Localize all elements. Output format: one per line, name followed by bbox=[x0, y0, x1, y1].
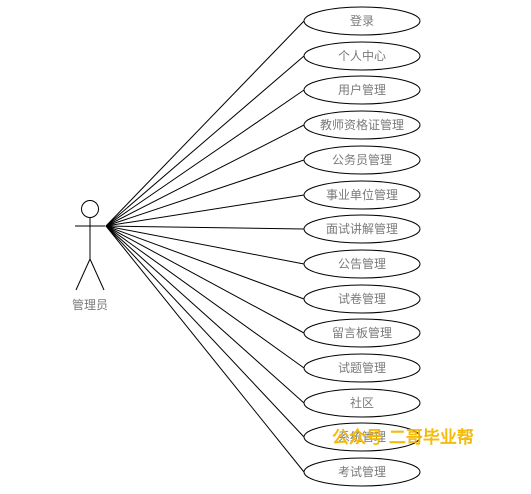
use-case-label: 社区 bbox=[350, 395, 374, 410]
association-line bbox=[105, 225, 305, 473]
association-line bbox=[105, 124, 305, 227]
use-case-ellipse bbox=[303, 353, 421, 383]
use-case: 社区 bbox=[303, 388, 421, 418]
association-line bbox=[105, 225, 305, 300]
use-case: 教师资格证管理 bbox=[303, 110, 421, 140]
use-case-ellipse bbox=[303, 6, 421, 36]
association-line bbox=[105, 225, 305, 230]
use-case-label: 公务员管理 bbox=[332, 152, 392, 167]
use-case: 试卷管理 bbox=[303, 284, 421, 314]
use-case-list: 登录个人中心用户管理教师资格证管理公务员管理事业单位管理面试讲解管理公告管理试卷… bbox=[303, 6, 421, 487]
association-line bbox=[105, 55, 305, 227]
actor-label: 管理员 bbox=[72, 297, 108, 312]
use-case: 公告管理 bbox=[303, 249, 421, 279]
watermark-text: 公众号 二哥毕业帮 bbox=[332, 428, 474, 448]
association-line bbox=[105, 89, 305, 227]
use-case-label: 试卷管理 bbox=[338, 291, 386, 306]
association-line bbox=[105, 225, 305, 265]
use-case-label: 教师资格证管理 bbox=[320, 117, 404, 132]
use-case: 面试讲解管理 bbox=[303, 214, 421, 244]
actor-admin: 管理员 bbox=[72, 200, 108, 312]
use-case: 用户管理 bbox=[303, 75, 421, 105]
use-case-label: 系统管理 bbox=[338, 429, 386, 444]
use-case: 考试管理 bbox=[303, 457, 421, 487]
use-case-label: 面试讲解管理 bbox=[326, 221, 398, 236]
use-case-label: 试题管理 bbox=[338, 360, 386, 375]
use-case: 留言板管理 bbox=[303, 318, 421, 348]
use-case-ellipse bbox=[303, 249, 421, 279]
use-case-ellipse bbox=[303, 318, 421, 348]
use-case-ellipse bbox=[303, 41, 421, 71]
use-case-ellipse bbox=[303, 145, 421, 175]
association-line bbox=[105, 225, 305, 334]
use-case: 登录 bbox=[303, 6, 421, 36]
use-case-label: 公告管理 bbox=[338, 256, 386, 271]
use-case-ellipse bbox=[303, 422, 421, 452]
use-case-label: 用户管理 bbox=[338, 82, 386, 97]
association-line bbox=[105, 194, 305, 227]
use-case-ellipse bbox=[303, 284, 421, 314]
use-case-ellipse bbox=[303, 388, 421, 418]
use-case-label: 留言板管理 bbox=[332, 325, 392, 340]
association-lines bbox=[105, 20, 305, 473]
use-case-label: 登录 bbox=[350, 13, 374, 28]
use-case-label: 事业单位管理 bbox=[326, 187, 398, 202]
use-case-label: 考试管理 bbox=[338, 464, 386, 479]
actor-left-leg bbox=[75, 258, 91, 291]
use-case: 系统管理 bbox=[303, 422, 421, 452]
use-case-ellipse bbox=[303, 180, 421, 210]
association-line bbox=[105, 225, 305, 369]
use-case: 事业单位管理 bbox=[303, 180, 421, 210]
use-case-ellipse bbox=[303, 214, 421, 244]
actor-head bbox=[81, 200, 99, 218]
use-case-ellipse bbox=[303, 457, 421, 487]
use-case: 个人中心 bbox=[303, 41, 421, 71]
actor-right-leg bbox=[89, 258, 105, 291]
use-case: 公务员管理 bbox=[303, 145, 421, 175]
association-line bbox=[105, 225, 305, 404]
use-case-ellipse bbox=[303, 110, 421, 140]
use-case: 试题管理 bbox=[303, 353, 421, 383]
association-line bbox=[105, 225, 305, 438]
association-line bbox=[105, 20, 305, 227]
use-case-ellipse bbox=[303, 75, 421, 105]
use-case-label: 个人中心 bbox=[338, 48, 386, 63]
association-line bbox=[105, 159, 305, 227]
